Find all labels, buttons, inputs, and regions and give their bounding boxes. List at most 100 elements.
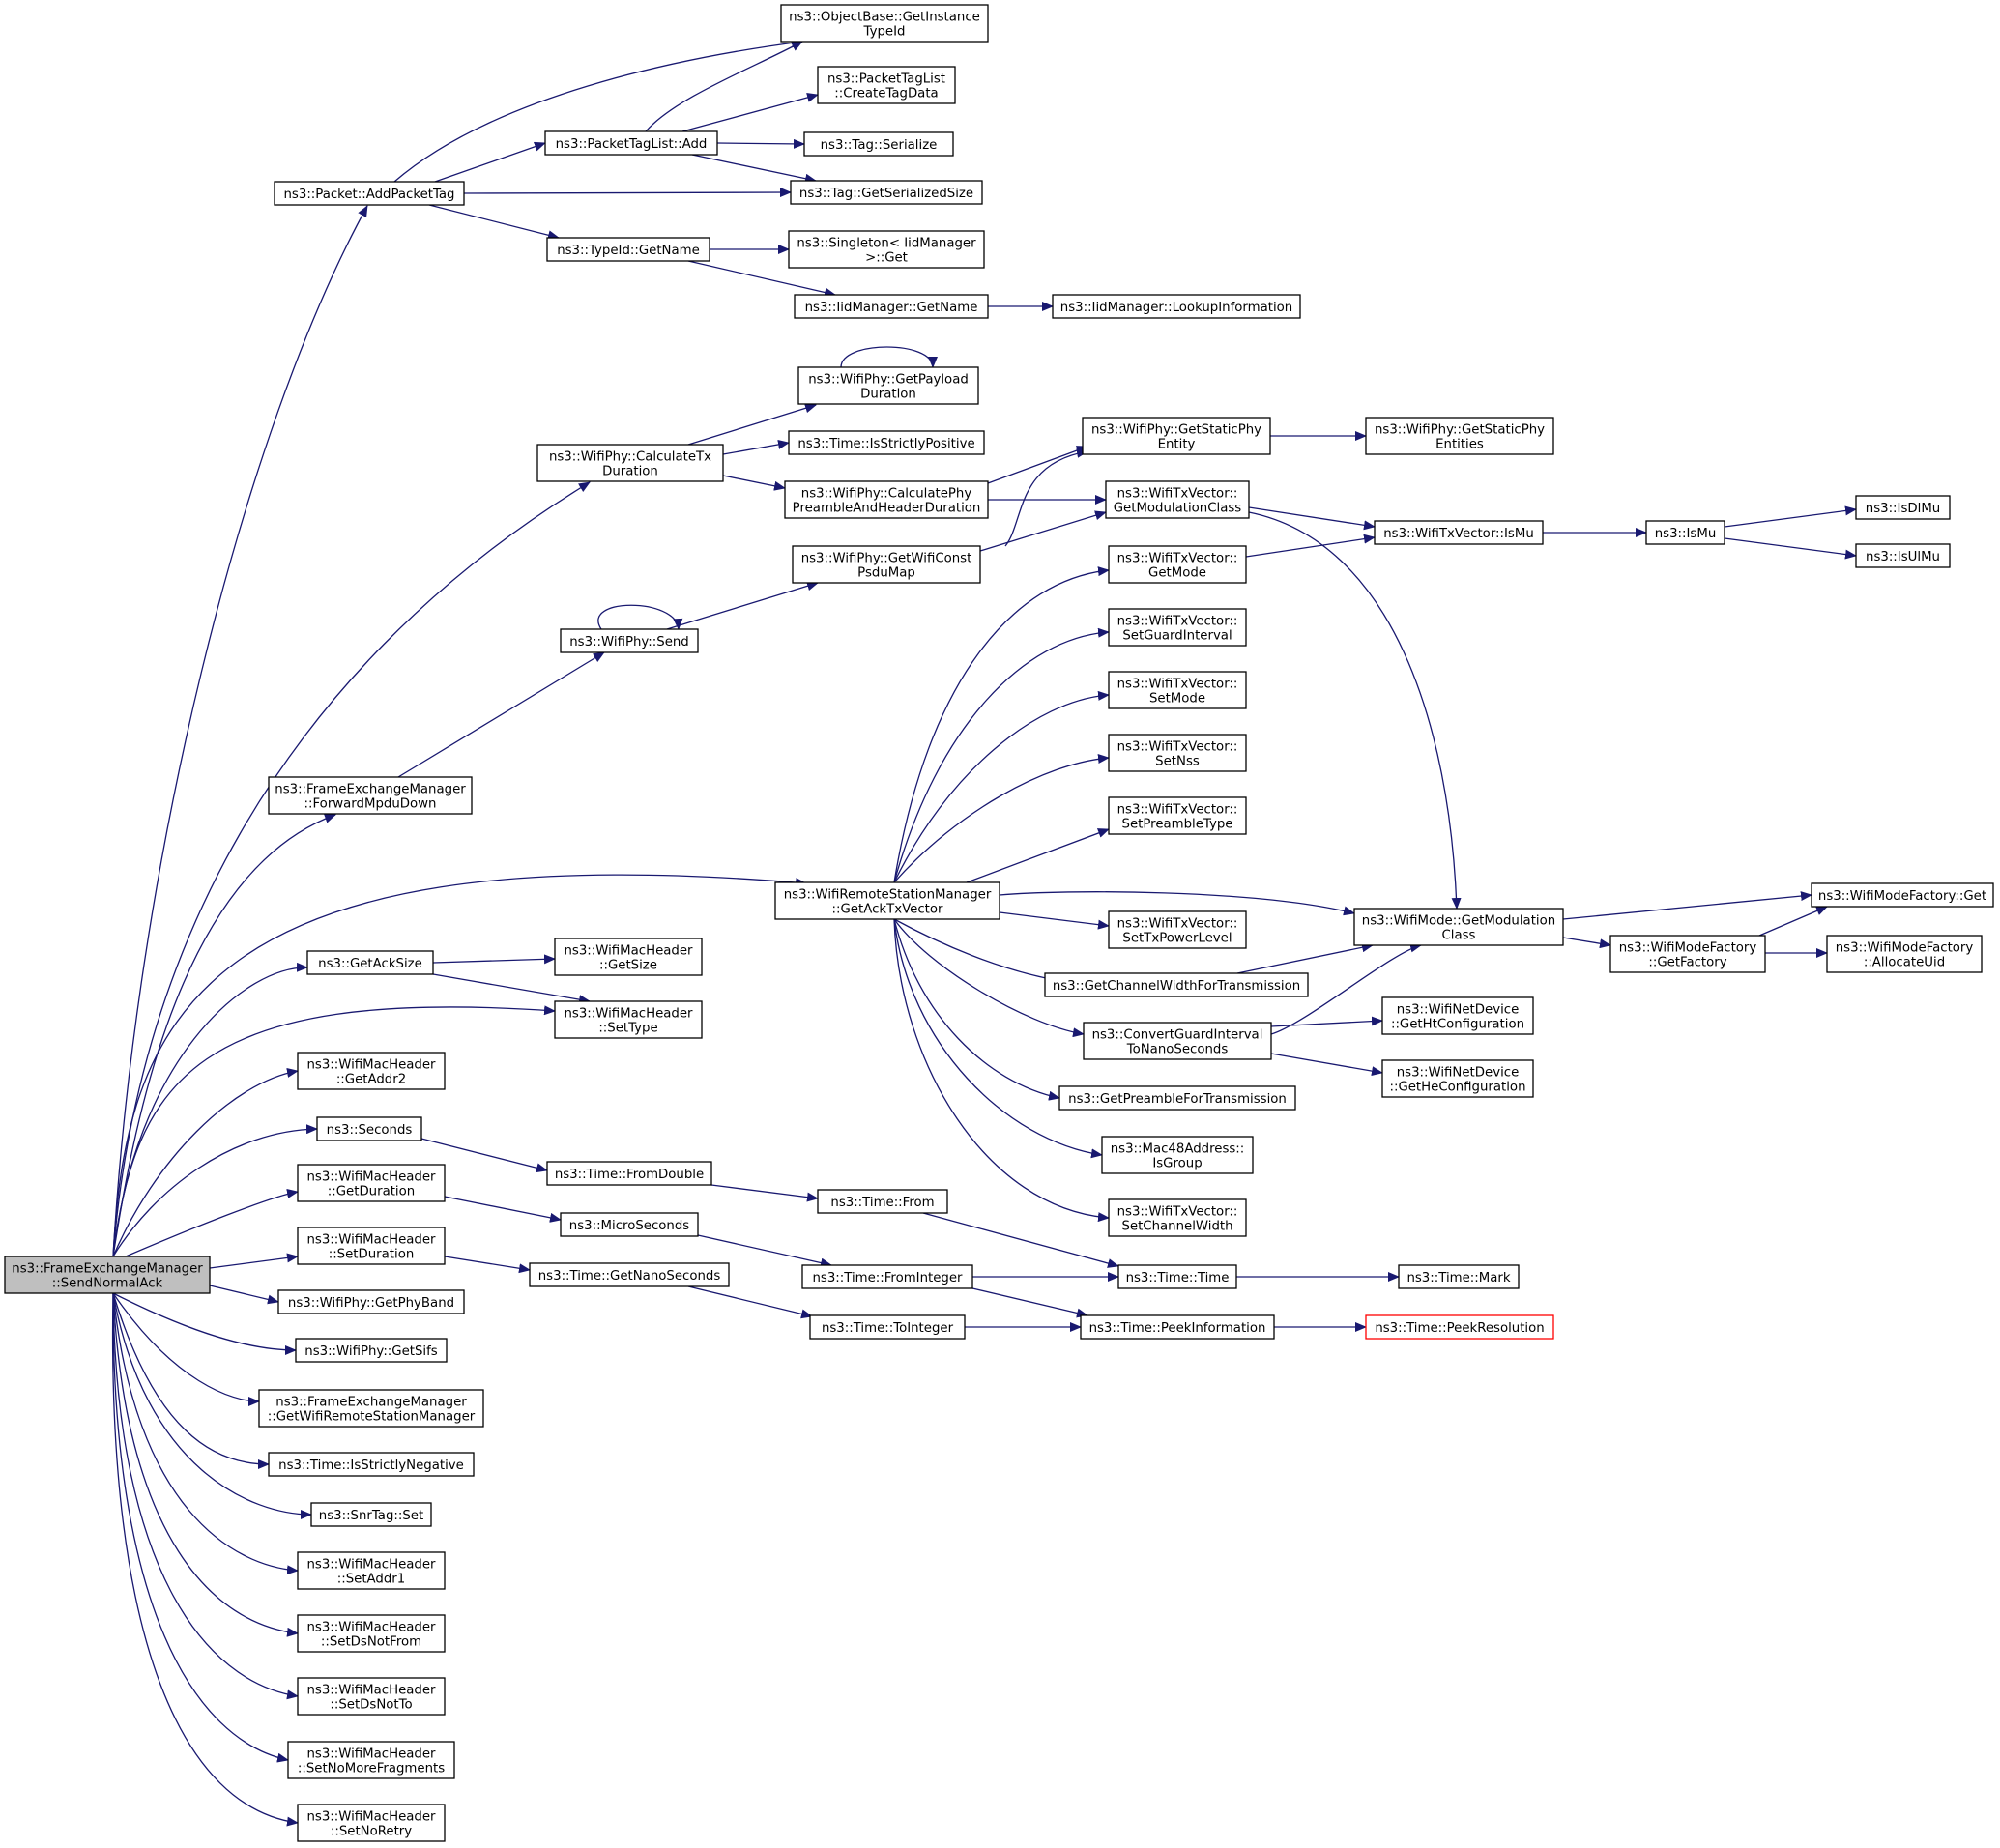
node-microSeconds[interactable]: ns3::MicroSeconds (560, 1212, 699, 1237)
node-getChannelWidth[interactable]: ns3::GetChannelWidthForTransmission (1044, 972, 1309, 997)
node-label: SetChannelWidth (1121, 1220, 1232, 1234)
node-singletonGet[interactable]: ns3::Singleton< IidManager >::Get (788, 230, 985, 269)
node-label: ::GetFactory (1648, 956, 1726, 970)
node-txvGetMode[interactable]: ns3::WifiTxVector::GetMode (1108, 545, 1247, 584)
node-box (297, 1052, 446, 1090)
node-getRsm[interactable]: ns3::FrameExchangeManager::GetWifiRemote… (258, 1389, 484, 1428)
node-modeFactoryGet[interactable]: ns3::WifiModeFactory::Get (1811, 882, 1994, 908)
node-box (794, 294, 989, 319)
node-label: ns3::WifiMacHeader (564, 1007, 693, 1022)
edge-getAckTxVector-to-modeGetModulationClass (999, 891, 1355, 916)
node-timeFrom[interactable]: ns3::Time::From (817, 1189, 948, 1214)
node-getHeConfiguration[interactable]: ns3::WifiNetDevice::GetHeConfiguration (1381, 1059, 1534, 1098)
node-fromDouble[interactable]: ns3::Time::FromDouble (546, 1161, 712, 1186)
node-snrTagSet[interactable]: ns3::SnrTag::Set (310, 1502, 432, 1527)
node-txvIsMu[interactable]: ns3::WifiTxVector::IsMu (1374, 520, 1544, 545)
node-setNss[interactable]: ns3::WifiTxVector::SetNss (1108, 734, 1247, 772)
node-timeTime[interactable]: ns3::Time::Time (1117, 1264, 1237, 1289)
edge-getAckTxVector-to-txvGetMode (893, 566, 1110, 883)
node-label: Entities (1435, 438, 1484, 452)
node-wifiPhySend[interactable]: ns3::WifiPhy::Send (560, 628, 699, 653)
node-forwardMpduDown[interactable]: ns3::FrameExchangeManager::ForwardMpduDo… (268, 776, 473, 815)
node-label: ns3::WifiModeFactory (1619, 941, 1757, 956)
node-getSifs[interactable]: ns3::WifiPhy::GetSifs (295, 1338, 448, 1363)
node-fromInteger[interactable]: ns3::Time::FromInteger (801, 1264, 973, 1289)
node-macHeaderSetType[interactable]: ns3::WifiMacHeader::SetType (554, 1000, 703, 1039)
node-iidGetName[interactable]: ns3::IidManager::GetName (794, 294, 989, 319)
node-label: ns3::WifiTxVector:: (1117, 678, 1238, 692)
node-modeFactoryGetFactory[interactable]: ns3::WifiModeFactory::GetFactory (1609, 935, 1766, 973)
node-addPacketTag[interactable]: ns3::Packet::AddPacketTag (274, 181, 465, 206)
node-isGroup[interactable]: ns3::Mac48Address::IsGroup (1101, 1136, 1254, 1174)
node-setNoMoreFragments[interactable]: ns3::WifiMacHeader::SetNoMoreFragments (287, 1741, 455, 1779)
node-setDsNotFrom[interactable]: ns3::WifiMacHeader::SetDsNotFrom (297, 1614, 446, 1653)
node-setChannelWidth[interactable]: ns3::WifiTxVector::SetChannelWidth (1108, 1198, 1247, 1237)
node-label: ns3::IsDlMu (1866, 502, 1940, 516)
node-box (803, 131, 954, 157)
node-isStrictlyNegative[interactable]: ns3::Time::IsStrictlyNegative (268, 1452, 475, 1477)
node-label: >::Get (865, 251, 908, 266)
node-getDuration[interactable]: ns3::WifiMacHeader::GetDuration (297, 1164, 446, 1202)
node-getPhyBand[interactable]: ns3::WifiPhy::GetPhyBand (277, 1289, 465, 1314)
node-getHtConfiguration[interactable]: ns3::WifiNetDevice::GetHtConfiguration (1381, 996, 1534, 1035)
node-getAddr2[interactable]: ns3::WifiMacHeader::GetAddr2 (297, 1052, 446, 1090)
node-setDsNotTo[interactable]: ns3::WifiMacHeader::SetDsNotTo (297, 1677, 446, 1716)
node-createTagData[interactable]: ns3::PacketTagList::CreateTagData (817, 66, 956, 104)
node-modeGetModulationClass[interactable]: ns3::WifiMode::GetModulationClass (1353, 908, 1564, 946)
node-setTxPowerLevel[interactable]: ns3::WifiTxVector::SetTxPowerLevel (1108, 910, 1247, 949)
node-box (1108, 671, 1247, 709)
node-calcPhyPreamble[interactable]: ns3::WifiPhy::CalculatePhyPreambleAndHea… (784, 480, 989, 519)
node-label: ns3::Time::Time (1126, 1271, 1230, 1285)
edge-root-to-calcTxDuration (112, 481, 591, 1257)
node-isUlMu[interactable]: ns3::IsUlMu (1855, 543, 1951, 568)
node-label: ns3::WifiRemoteStationManager (784, 888, 992, 903)
edge-addPacketTag-to-tagGetSerializedSize (463, 188, 792, 198)
node-tagSerialize[interactable]: ns3::Tag::Serialize (803, 131, 954, 157)
edge-addPacketTag-to-ptlAdd (434, 141, 546, 183)
node-seconds[interactable]: ns3::Seconds (316, 1116, 422, 1141)
node-iidLookup[interactable]: ns3::IidManager::LookupInformation (1052, 294, 1301, 319)
node-box (274, 181, 465, 206)
node-peekResolution[interactable]: ns3::Time::PeekResolution (1365, 1314, 1554, 1340)
node-box (546, 237, 710, 262)
node-setDuration[interactable]: ns3::WifiMacHeader::SetDuration (297, 1227, 446, 1265)
node-txvGetModulationClass[interactable]: ns3::WifiTxVector::GetModulationClass (1105, 480, 1250, 519)
node-getAckTxVector[interactable]: ns3::WifiRemoteStationManager::GetAckTxV… (774, 881, 1000, 920)
node-label: ns3::Time::Mark (1406, 1271, 1510, 1285)
node-isDlMu[interactable]: ns3::IsDlMu (1855, 495, 1951, 520)
node-root[interactable]: ns3::FrameExchangeManager::SendNormalAck (4, 1256, 211, 1294)
node-typeIdGetName[interactable]: ns3::TypeId::GetName (546, 237, 710, 262)
node-setPreambleType[interactable]: ns3::WifiTxVector::SetPreambleType (1108, 796, 1247, 835)
node-label: ::GetHtConfiguration (1391, 1018, 1524, 1032)
node-label: ns3::IidManager::LookupInformation (1060, 301, 1292, 315)
node-allocateUid[interactable]: ns3::WifiModeFactory::AllocateUid (1826, 935, 1983, 973)
edge-txvGetModulationClass-to-modeGetModulationClass (1248, 511, 1462, 910)
node-setNoRetry[interactable]: ns3::WifiMacHeader::SetNoRetry (297, 1804, 446, 1842)
node-getNanoSeconds[interactable]: ns3::Time::GetNanoSeconds (529, 1262, 730, 1287)
node-setAddr1[interactable]: ns3::WifiMacHeader::SetAddr1 (297, 1551, 446, 1590)
node-peekInformation[interactable]: ns3::Time::PeekInformation (1080, 1314, 1275, 1340)
node-toInteger[interactable]: ns3::Time::ToInteger (809, 1314, 966, 1340)
node-getAckSize[interactable]: ns3::GetAckSize (306, 950, 434, 975)
node-isMu[interactable]: ns3::IsMu (1645, 520, 1725, 545)
node-timeIsStrictlyPositive[interactable]: ns3::Time::IsStrictlyPositive (788, 430, 985, 455)
edge-ptlAdd-to-tagSerialize (716, 138, 805, 149)
node-getPreamble[interactable]: ns3::GetPreambleForTransmission (1058, 1085, 1296, 1111)
node-timeMark[interactable]: ns3::Time::Mark (1398, 1264, 1520, 1289)
edge-isMu-to-isDlMu (1724, 505, 1857, 528)
node-setMode[interactable]: ns3::WifiTxVector::SetMode (1108, 671, 1247, 709)
node-macHeaderGetSize[interactable]: ns3::WifiMacHeader::GetSize (554, 938, 703, 976)
node-box (297, 1677, 446, 1716)
node-setGuardInterval[interactable]: ns3::WifiTxVector::SetGuardInterval (1108, 608, 1247, 647)
node-tagGetSerializedSize[interactable]: ns3::Tag::GetSerializedSize (790, 180, 983, 205)
node-ptlAdd[interactable]: ns3::PacketTagList::Add (544, 130, 718, 156)
node-label: ::GetHeConfiguration (1389, 1081, 1525, 1095)
edge-root-to-addPacketTag (112, 205, 368, 1257)
